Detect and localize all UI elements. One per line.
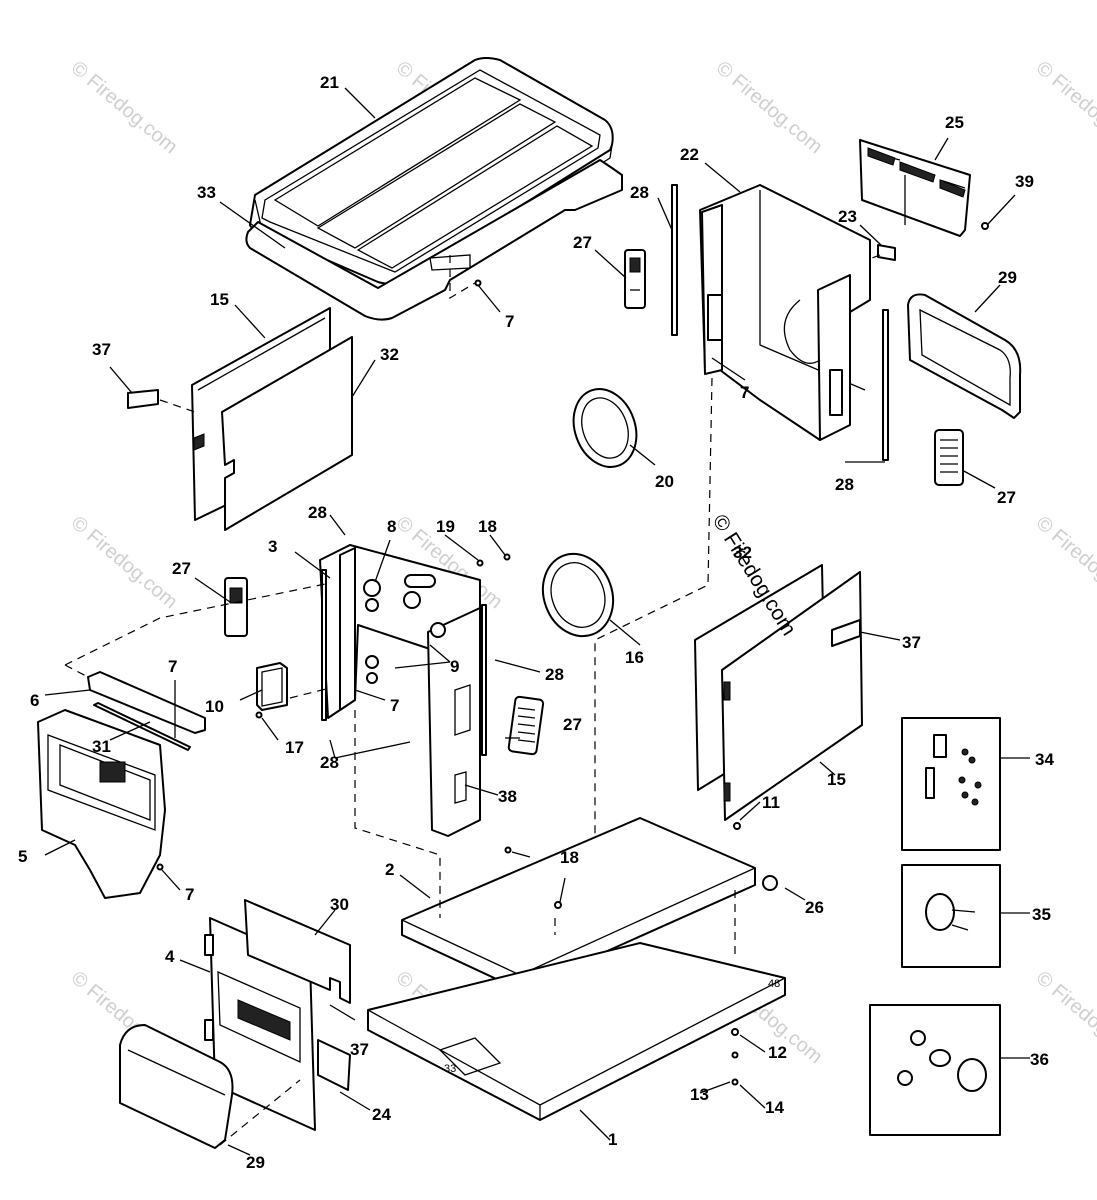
callout-31: 31 xyxy=(92,737,111,756)
part-36-lock-set-kit xyxy=(869,1004,1001,1136)
part-5-front-housing xyxy=(37,709,166,899)
part-25-rear-panel xyxy=(859,139,971,237)
callout-5: 5 xyxy=(18,847,27,866)
part-27-latch-left xyxy=(224,577,248,637)
callout-11: 11 xyxy=(762,793,780,812)
part-27-latch-upper xyxy=(624,249,646,309)
callout-9: 9 xyxy=(450,657,459,676)
callout-18: 18 xyxy=(478,517,497,536)
callout-7: 7 xyxy=(740,383,749,402)
watermark: © Firedog.com xyxy=(712,57,827,158)
watermark: © Firedog.com xyxy=(1032,512,1097,613)
callout-21: 21 xyxy=(320,73,339,92)
callout-18: 18 xyxy=(560,848,579,867)
callout-35: 35 xyxy=(1032,905,1051,924)
callout-30: 30 xyxy=(330,895,349,914)
part-28-strip xyxy=(671,184,678,336)
callout-28: 28 xyxy=(320,753,339,772)
callout-12: 12 xyxy=(768,1043,787,1062)
callout-37: 37 xyxy=(902,633,921,652)
callout-26: 26 xyxy=(805,898,824,917)
part-35-key-lock-kit xyxy=(901,864,1001,968)
part-28-strip xyxy=(882,309,889,461)
part-3-center-frame xyxy=(319,544,481,837)
part-39-screw xyxy=(981,222,989,230)
part-29-lower-cover xyxy=(119,1024,234,1149)
callout-28: 28 xyxy=(630,183,649,202)
part-32-15-right-side-panels xyxy=(694,564,863,821)
callout-32: 32 xyxy=(380,345,399,364)
callout-23: 23 xyxy=(838,207,857,226)
callout-15: 15 xyxy=(210,290,229,309)
callout-8: 8 xyxy=(387,517,396,536)
part-23-label xyxy=(877,244,896,261)
callout-24: 24 xyxy=(372,1105,391,1124)
part-29-frame-right xyxy=(907,293,1022,419)
callout-2: 2 xyxy=(385,860,394,879)
callout-32: 32 xyxy=(733,543,752,562)
callout-4: 4 xyxy=(165,947,175,966)
callout-28: 28 xyxy=(308,503,327,522)
callout-29: 29 xyxy=(998,268,1017,287)
part-1-base-plate: 33 48 xyxy=(367,942,786,1121)
assembly-dashed-lines xyxy=(64,254,881,1146)
callout-16: 16 xyxy=(625,648,644,667)
callout-13: 13 xyxy=(690,1085,709,1104)
part-33-top-tray xyxy=(245,159,623,321)
part-10-bracket xyxy=(256,662,288,711)
base-plate-corner-mark: 48 xyxy=(768,978,780,990)
part-28-strip xyxy=(321,569,327,721)
callout-39: 39 xyxy=(1015,172,1034,191)
fasteners xyxy=(156,279,778,1086)
callout-37: 37 xyxy=(92,340,111,359)
callout-29: 29 xyxy=(246,1153,265,1172)
callout-33: 33 xyxy=(197,183,216,202)
callout-10: 10 xyxy=(205,697,224,716)
callout-38: 38 xyxy=(498,787,517,806)
part-27-vent-center xyxy=(507,695,545,756)
watermark: © Firedog.com xyxy=(1032,57,1097,158)
part-34-hardware-kit xyxy=(901,717,1001,851)
callout-34: 34 xyxy=(1035,750,1054,769)
callout-7: 7 xyxy=(390,696,399,715)
callout-27: 27 xyxy=(997,488,1016,507)
part-37-label-left xyxy=(127,389,159,409)
callout-20: 20 xyxy=(655,472,674,491)
callout-14: 14 xyxy=(765,1098,784,1117)
callout-36: 36 xyxy=(1030,1050,1049,1069)
watermark: © Firedog.com xyxy=(67,512,182,613)
part-22-right-frame xyxy=(699,184,871,441)
callout-15: 15 xyxy=(827,770,846,789)
callout-3: 3 xyxy=(268,537,277,556)
part-30-24-panel-strips xyxy=(244,899,351,1091)
part-20-ring xyxy=(572,388,638,468)
leader-lines xyxy=(44,87,1030,1156)
callout-22: 22 xyxy=(680,145,699,164)
callout-28: 28 xyxy=(835,475,854,494)
callout-28: 28 xyxy=(545,665,564,684)
part-28-strip xyxy=(481,604,487,756)
callout-25: 25 xyxy=(945,113,964,132)
callout-19: 19 xyxy=(436,517,455,536)
callout-17: 17 xyxy=(285,738,304,757)
watermark: © Firedog.com xyxy=(67,57,182,158)
callout-37: 37 xyxy=(350,1040,369,1059)
base-plate-mark: 33 xyxy=(444,1063,456,1075)
callout-27: 27 xyxy=(172,559,191,578)
callout-1: 1 xyxy=(608,1130,617,1149)
callout-7: 7 xyxy=(505,312,514,331)
callout-7: 7 xyxy=(168,657,177,676)
part-16-ring xyxy=(541,552,615,638)
callout-6: 6 xyxy=(30,691,39,710)
part-15-32-left-side-panels xyxy=(191,307,353,531)
part-27-vent-right xyxy=(934,429,964,486)
callout-labels: 21 33 7 15 32 37 28 27 22 7 25 39 23 29 … xyxy=(18,73,1054,1172)
callout-27: 27 xyxy=(573,233,592,252)
callout-7: 7 xyxy=(185,885,194,904)
callout-27: 27 xyxy=(563,715,582,734)
